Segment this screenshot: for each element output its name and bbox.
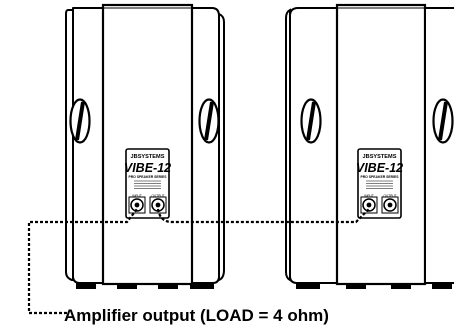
right-speaker: JBSYSTEMS VIBE-12 PRO SPEAKER SERIES INP… — [285, 3, 454, 289]
speaker-foot — [391, 283, 411, 289]
output-label: OUTPUT — [151, 194, 164, 198]
handle-icon — [197, 97, 221, 145]
speaker-foot — [190, 283, 214, 289]
model-label: VIBE-12 — [124, 161, 171, 175]
input-label: INPUT — [364, 194, 374, 198]
connector-plate: JBSYSTEMS VIBE-12 PRO SPEAKER SERIES INP… — [124, 148, 171, 219]
speaker-foot — [346, 283, 366, 289]
input-jack-icon — [360, 196, 378, 214]
speaker-foot — [117, 283, 137, 289]
link-cable — [156, 208, 370, 224]
speaker-side-wall — [191, 7, 220, 284]
amplifier-output-caption: Amplifier output (LOAD = 4 ohm) — [64, 306, 329, 325]
speaker-back-panel — [101, 3, 194, 286]
speaker-side-wall — [289, 7, 338, 284]
handle-icon — [299, 97, 323, 145]
speaker-side-wall — [424, 7, 454, 284]
speaker-side-edge — [218, 12, 225, 282]
speaker-foot — [296, 283, 320, 289]
brand-label: JBSYSTEMS — [131, 154, 165, 160]
model-label: VIBE-12 — [356, 161, 403, 175]
output-label: OUTPUT — [383, 194, 396, 198]
output-jack-icon — [381, 196, 399, 214]
speaker-foot — [158, 283, 178, 289]
speaker-side-wall — [72, 7, 104, 284]
speaker-side-edge — [65, 9, 74, 281]
spec-lines — [134, 180, 161, 189]
connector-plate: JBSYSTEMS VIBE-12 PRO SPEAKER SERIES INP… — [356, 148, 403, 219]
series-label: PRO SPEAKER SERIES — [360, 175, 399, 179]
handle-icon — [68, 97, 92, 145]
handle-icon — [431, 97, 454, 145]
speaker-foot — [76, 283, 96, 289]
speaker-back-panel — [335, 3, 427, 286]
brand-label: JBSYSTEMS — [363, 154, 397, 160]
amplifier-cable — [27, 208, 138, 315]
left-speaker: JBSYSTEMS VIBE-12 PRO SPEAKER SERIES INP… — [65, 3, 225, 289]
spec-lines — [366, 180, 393, 189]
series-label: PRO SPEAKER SERIES — [128, 175, 167, 179]
speaker-foot — [432, 283, 452, 289]
input-label: INPUT — [132, 194, 142, 198]
